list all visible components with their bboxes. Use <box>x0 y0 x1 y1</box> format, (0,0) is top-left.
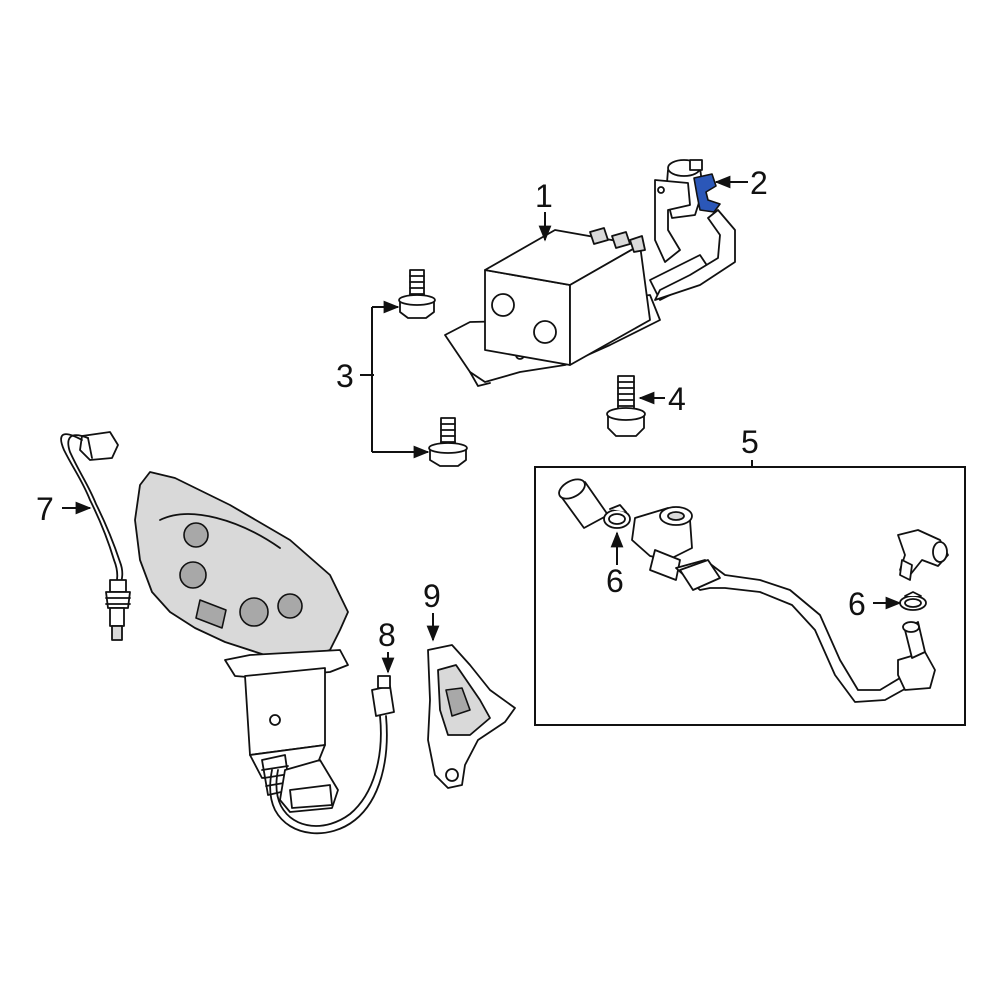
oxygen-sensor-8[interactable] <box>269 675 395 835</box>
callout-7: 7 <box>36 491 54 527</box>
callout-3-leader <box>360 300 430 459</box>
bolt-3-upper[interactable] <box>398 269 436 319</box>
hose-assembly-5[interactable] <box>556 475 936 703</box>
callout-8: 8 <box>378 617 396 653</box>
bolt-3-lower[interactable] <box>428 417 468 467</box>
purge-valve-bracket-highlight[interactable] <box>693 173 721 213</box>
callout-1: 1 <box>535 178 553 214</box>
connector-bracket-5[interactable] <box>897 529 949 581</box>
callout-4: 4 <box>668 381 686 417</box>
callout-9: 9 <box>423 578 441 614</box>
exhaust-heat-shield[interactable] <box>134 471 349 661</box>
bolt-4[interactable] <box>606 375 646 437</box>
callout-3: 3 <box>336 358 354 394</box>
heat-shield-9[interactable] <box>427 644 516 789</box>
callout-6b: 6 <box>848 586 866 622</box>
callout-2: 2 <box>750 165 768 201</box>
catalytic-converter[interactable] <box>224 649 349 813</box>
hose-clip-6b[interactable] <box>899 591 927 611</box>
hose-clip-6a[interactable] <box>603 504 631 529</box>
part-5-box <box>534 466 966 726</box>
purge-valve[interactable] <box>654 159 704 263</box>
oxygen-sensor-7[interactable] <box>60 431 131 641</box>
callout-6a: 6 <box>606 563 624 599</box>
vapor-canister[interactable] <box>444 209 736 387</box>
callout-5: 5 <box>741 424 759 460</box>
